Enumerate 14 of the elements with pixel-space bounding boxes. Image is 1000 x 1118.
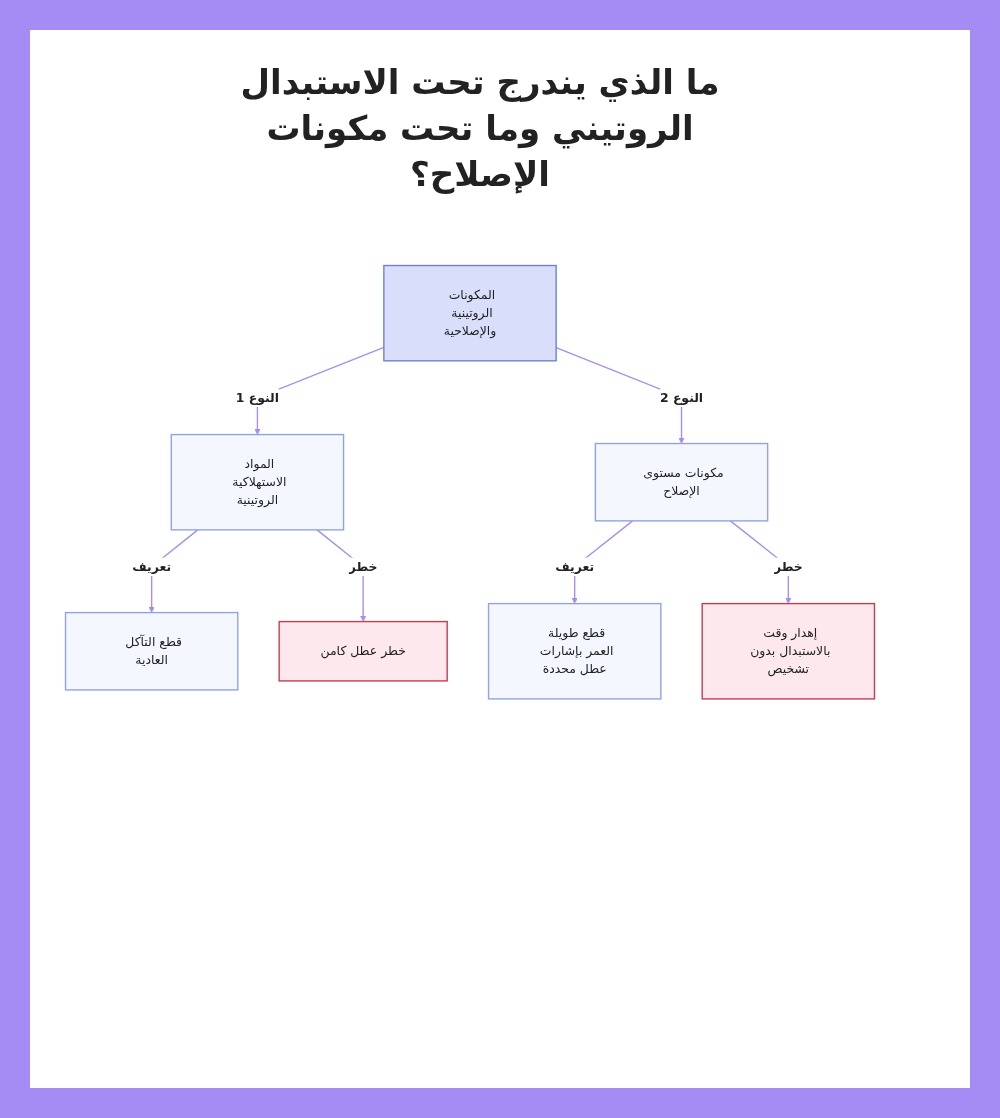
node-box: خطر عطل كامن [278,620,448,682]
edge-label: النوع 2 [659,390,704,405]
node-box: قطع طويلة العمر بإشارات عطل محددة [487,602,662,700]
node-box: قطع التآكل العادية [64,611,239,691]
node-box: المكونات الروتينية والإصلاحية [383,264,557,362]
edge-label: تعريف [132,559,172,574]
node-box: المواد الاستهلاكية الروتينية [170,433,345,531]
node-box: إهدار وقت بالاستبدال بدون تشخيص [701,602,876,700]
node-box: مكونات مستوى الإصلاح [594,442,769,522]
edge-label: خطر [773,559,803,574]
title: ما الذي يندرج تحت الاستبدال الروتيني وما تحت مكونات الإصلاح؟ [239,61,721,196]
edge-label: خطر [348,559,378,574]
edge-label: النوع 1 [235,390,280,405]
edge-label: تعريف [555,559,595,574]
